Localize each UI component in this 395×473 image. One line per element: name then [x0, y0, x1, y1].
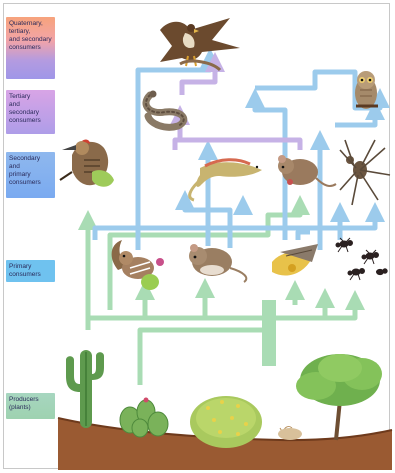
hawk-icon — [160, 18, 240, 70]
owl-icon — [355, 71, 378, 109]
consumer-arrows — [95, 58, 380, 250]
shrub-icon — [190, 396, 262, 448]
prickly-pear-icon — [120, 398, 168, 438]
tertiary-arrows — [175, 62, 300, 150]
ant-icon — [336, 238, 387, 280]
spider-icon — [340, 140, 390, 205]
tree-icon — [296, 354, 382, 440]
woodpecker-icon — [60, 140, 114, 187]
cactus-icon — [66, 350, 104, 428]
dry-shrub-icon — [278, 426, 302, 440]
lizard-icon — [190, 160, 262, 200]
rat-icon — [189, 244, 246, 282]
moth-icon — [272, 244, 318, 276]
producer-arrows — [88, 205, 355, 385]
